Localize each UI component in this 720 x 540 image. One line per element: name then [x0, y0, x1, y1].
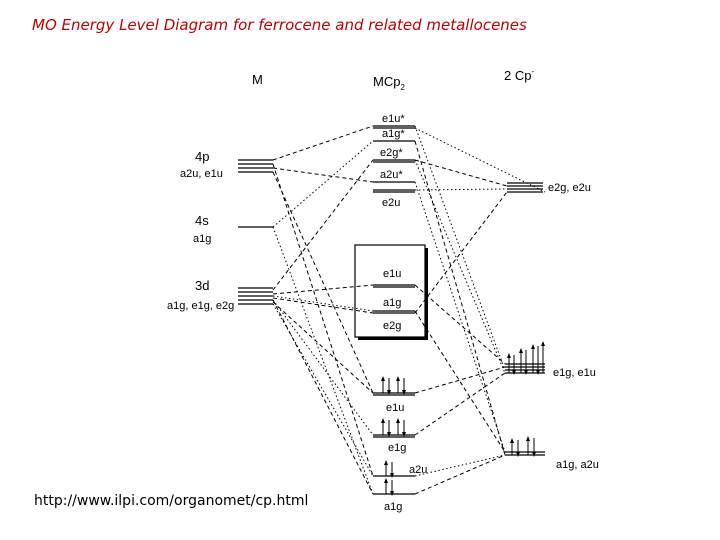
complex-bonding-e1g-label: e1g — [388, 442, 406, 454]
complex-header-text: MCp — [373, 74, 400, 89]
complex-a1g-star-label: a1g* — [382, 128, 405, 140]
frontier-orbital-box: e1u a1g e2g — [354, 244, 428, 340]
source-url[interactable]: http://www.ilpi.com/organomet/cp.html — [34, 493, 309, 509]
ligand-level-e1g-e1u: e1g, e1u — [505, 341, 596, 379]
complex-e2g-label: e2g — [383, 320, 401, 332]
metal-3d-symmetry: a1g, e1g, e2g — [167, 300, 234, 312]
complex-bonding-levels: e1u e1g a2u a1g — [373, 376, 427, 513]
ligand-level-a1g-a2u: a1g, a2u — [505, 436, 599, 471]
electron-pair-arrows — [384, 460, 394, 478]
ligand-column-header: 2 Cp- — [504, 67, 534, 83]
electron-pair-arrows — [510, 436, 536, 457]
metal-3d-label: 3d — [195, 278, 209, 293]
metal-level-3d: 3d a1g, e1g, e2g — [167, 278, 273, 312]
ligand-e1g-e1u-label: e1g, e1u — [553, 367, 596, 379]
ligand-a1g-a2u-label: a1g, a2u — [556, 459, 599, 471]
metal-4p-label: 4p — [195, 149, 209, 164]
complex-header-subscript: 2 — [400, 83, 405, 92]
complex-e1u-star-label: e1u* — [382, 113, 405, 125]
metal-4s-symmetry: a1g — [193, 233, 211, 245]
complex-bonding-a2u-label: a2u — [409, 464, 427, 476]
ligand-correlation-lines — [414, 125, 546, 495]
complex-bonding-a1g-label: a1g — [384, 501, 402, 513]
electron-pair-arrows — [381, 418, 406, 437]
ligand-level-e2g-e2u: e2g, e2u — [507, 182, 591, 194]
metal-level-4p: 4p a2u, e1u — [180, 149, 273, 180]
complex-e2u-label: e2u — [382, 197, 400, 209]
complex-e1u-label: e1u — [383, 268, 401, 280]
metal-4s-label: 4s — [195, 213, 209, 228]
ligand-e2g-e2u-label: e2g, e2u — [548, 182, 591, 194]
electron-pair-arrows — [381, 376, 406, 395]
metal-level-4s: 4s a1g — [193, 213, 273, 245]
metal-4p-symmetry: a2u, e1u — [180, 168, 223, 180]
diagram-title: MO Energy Level Diagram for ferrocene an… — [32, 16, 527, 34]
complex-e2g-star-label: e2g* — [380, 147, 403, 159]
metal-correlation-lines — [272, 125, 374, 495]
electron-pair-arrows — [507, 341, 545, 375]
ligand-header-text: 2 Cp — [504, 68, 531, 83]
complex-a1g-label: a1g — [383, 297, 401, 309]
ligand-header-superscript: - — [531, 67, 534, 76]
complex-antibonding-levels: e1u* a1g* e2g* a2u* e2u — [373, 113, 415, 209]
complex-a2u-star-label: a2u* — [380, 169, 403, 181]
complex-column-header: MCp2 — [373, 74, 405, 92]
electron-pair-arrows — [384, 478, 394, 496]
metal-column-header: M — [252, 72, 263, 87]
complex-bonding-e1u-label: e1u — [386, 402, 404, 414]
